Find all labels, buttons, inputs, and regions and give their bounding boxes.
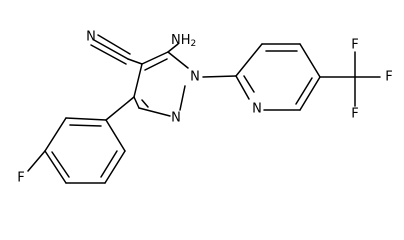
- bond: [295, 77, 313, 105]
- bond: [133, 96, 140, 109]
- bond: [138, 107, 171, 117]
- pyrazole-ring: [133, 43, 189, 117]
- bond: [141, 51, 169, 65]
- pyridine-ring: [235, 43, 321, 111]
- bond: [141, 99, 149, 108]
- bond: [105, 119, 126, 152]
- bond: [299, 76, 321, 111]
- bond: [144, 58, 168, 71]
- bond: [97, 34, 131, 55]
- fluorophenyl-ring: [27, 117, 126, 184]
- chemical-structure: N NH2 N N N F F F F: [17, 30, 392, 186]
- bond: [100, 150, 118, 178]
- bond: [93, 39, 129, 60]
- bond: [243, 75, 255, 93]
- amino-label: NH2: [171, 33, 196, 50]
- bond: [179, 85, 186, 111]
- cf3-fluorine-right-label: F: [385, 70, 392, 85]
- bond: [235, 75, 250, 100]
- bond: [51, 151, 70, 178]
- bond: [44, 150, 67, 184]
- cf3-fluorine-bottom-label: F: [351, 107, 358, 122]
- bond: [167, 43, 179, 53]
- bond: [167, 51, 189, 69]
- trifluoromethyl-group: [319, 51, 381, 107]
- pyridine-nitrogen-label: N: [252, 102, 262, 117]
- bond: [299, 43, 321, 78]
- pyrazole-n1-label: N: [190, 70, 200, 85]
- bond: [235, 43, 263, 77]
- bond: [104, 150, 126, 184]
- bond: [44, 117, 67, 152]
- bond: [127, 58, 143, 65]
- nitrile-group: [90, 34, 143, 65]
- aryl-fluorine-label: F: [17, 171, 24, 186]
- bond: [69, 124, 102, 127]
- bond: [133, 63, 143, 98]
- bond: [90, 44, 127, 65]
- bond: [65, 117, 107, 121]
- cf3-fluorine-top-label: F: [351, 38, 358, 53]
- bond: [27, 150, 46, 172]
- nitrile-nitrogen-label: N: [86, 30, 96, 45]
- bond: [202, 75, 237, 78]
- bond: [105, 96, 135, 121]
- pyrazole-n2-label: N: [171, 111, 181, 126]
